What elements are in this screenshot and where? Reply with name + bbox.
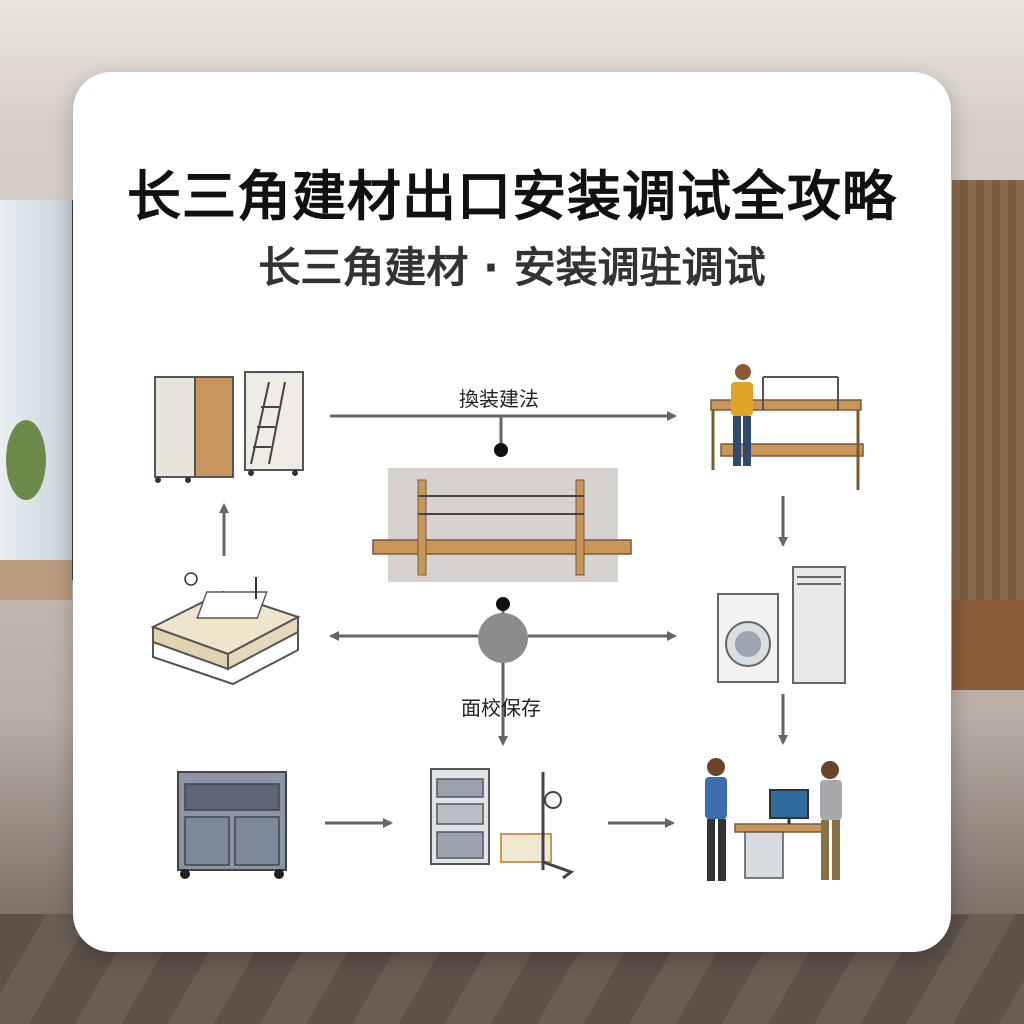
metal-cabinet-icon — [178, 772, 286, 879]
stacked-panels-icon — [153, 573, 298, 684]
test-rack-icon — [431, 769, 571, 878]
table-right — [952, 600, 1024, 690]
cabinet-ladder-icon — [155, 372, 303, 483]
infographic-card: 长三角建材出口安装调试全攻略 长三角建材 · 安装调驻调试 — [73, 72, 951, 952]
window — [0, 200, 78, 580]
washer-fridge-icon — [718, 567, 845, 683]
hub-circle — [478, 613, 528, 663]
label-top-arrow: 換装建法 — [459, 383, 539, 412]
workers-computer-icon — [705, 758, 842, 881]
plant — [6, 420, 46, 500]
connector-dot-top — [494, 443, 508, 457]
label-bottom-arrow: 面校保存 — [461, 692, 541, 721]
worker-wood-frame-icon — [711, 364, 863, 490]
process-diagram — [73, 72, 951, 952]
wood-wall-panel — [952, 180, 1024, 650]
connector-dot-mid — [496, 597, 510, 611]
wall-shelf-icon — [373, 468, 631, 582]
table-left — [0, 560, 72, 600]
